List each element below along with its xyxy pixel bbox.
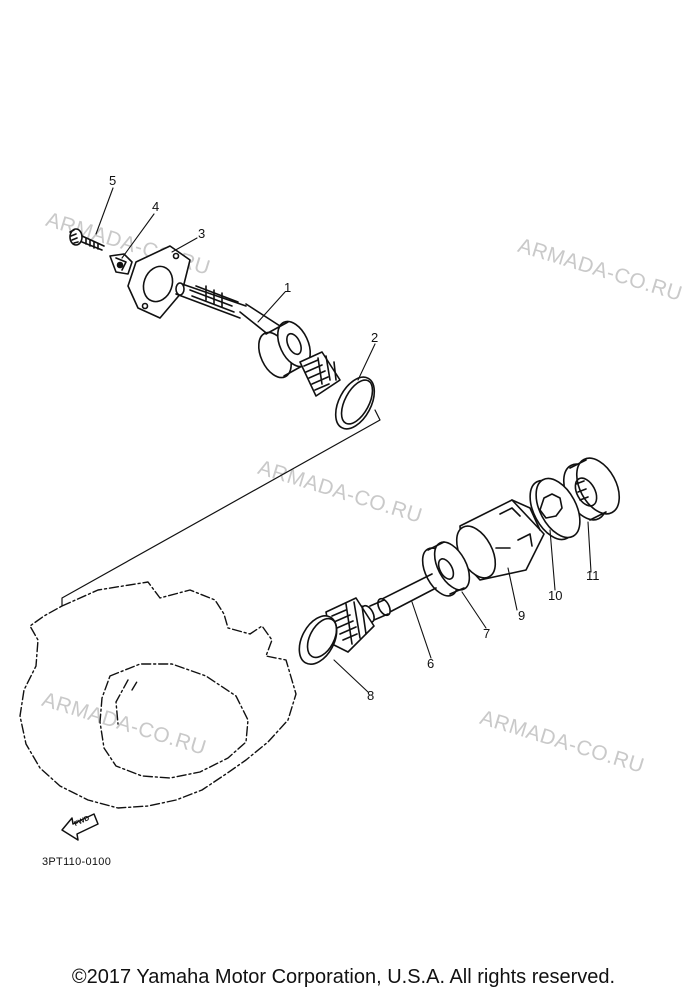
callout-8: 8 [367, 688, 375, 703]
connection-line [61, 409, 381, 607]
callout-7: 7 [483, 626, 491, 641]
part-10-plate [529, 477, 581, 541]
callout-10: 10 [548, 588, 563, 603]
leader-lines [95, 187, 592, 693]
callout-5: 5 [109, 173, 117, 188]
copyright-notice: ©2017 Yamaha Motor Corporation, U.S.A. A… [71, 966, 616, 988]
crankcase-outline [19, 581, 297, 809]
callout-4: 4 [152, 199, 160, 214]
callout-2: 2 [371, 330, 379, 345]
callout-11: 11 [586, 568, 600, 583]
part-3-gasket [127, 245, 191, 319]
part-6-shaft [325, 573, 437, 653]
callout-6: 6 [427, 656, 435, 671]
part-1-shaft [175, 282, 341, 397]
callout-1: 1 [284, 280, 292, 295]
part-7-bearing [421, 541, 471, 597]
fwd-arrow-icon [61, 813, 99, 841]
callout-3: 3 [198, 226, 206, 241]
callout-9: 9 [518, 608, 526, 623]
part-2-oring [334, 376, 376, 430]
part-4-bracket [109, 253, 133, 275]
part-5-bolt [69, 228, 105, 251]
diagram-code: 3PT110-0100 [42, 856, 112, 868]
part-8-washer [298, 615, 338, 665]
